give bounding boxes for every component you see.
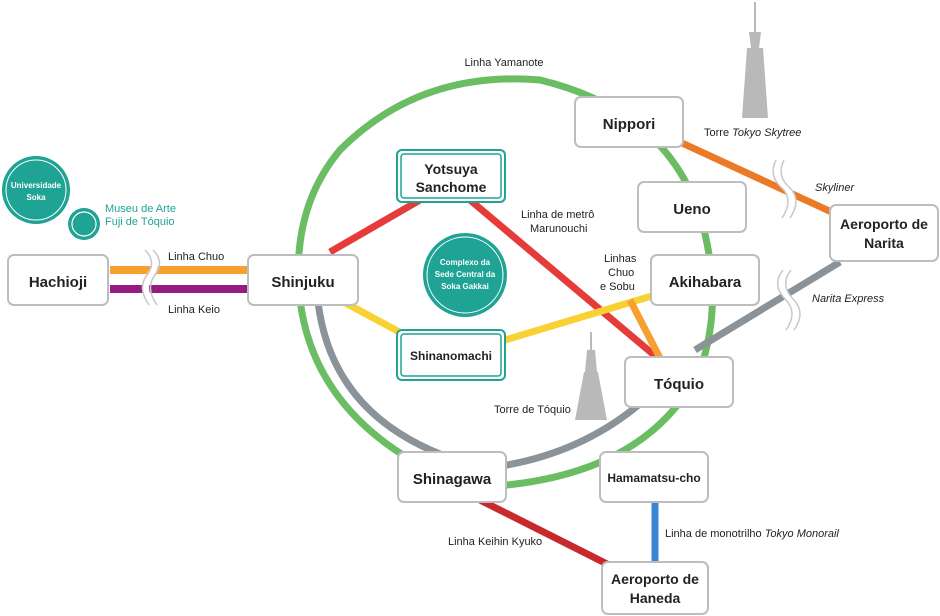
station-yotsuya-line2: Sanchome [416, 179, 487, 195]
station-haneda-line2: Haneda [630, 590, 681, 606]
label-chuo: Linha Chuo [168, 251, 224, 263]
soka-univ-line2: Soka [26, 193, 46, 202]
narita-express-line [693, 259, 842, 353]
skytree-icon [742, 2, 768, 118]
complex-line1: Complexo da [440, 258, 491, 267]
station-nippori[interactable]: Nippori [574, 96, 684, 148]
soka-gakkai-complex-landmark: Complexo da Sede Central da Soka Gakkai [423, 233, 507, 317]
skyliner-break-edge2 [780, 159, 797, 219]
soka-univ-line1: Universidade [11, 181, 62, 190]
label-tokyo-tower: Torre de Tóquio [494, 404, 571, 416]
marunouchi-line [328, 196, 663, 363]
museum-line1: Museu de Arte [105, 203, 176, 215]
nex-break [778, 267, 800, 333]
station-hachioji-label: Hachioji [29, 274, 87, 291]
keihin-line [478, 496, 617, 572]
station-ueno-label: Ueno [673, 201, 711, 218]
station-shinjuku[interactable]: Shinjuku [247, 254, 359, 306]
station-ueno[interactable]: Ueno [637, 181, 747, 233]
label-narita-express: Narita Express [812, 293, 885, 305]
station-shinjuku-label: Shinjuku [271, 274, 334, 291]
label-skytree-prefix: Torre [704, 127, 732, 139]
nex-break-edge [777, 269, 793, 331]
complex-line3: Soka Gakkai [441, 282, 489, 291]
station-narita-airport[interactable]: Aeroporto de Narita [829, 204, 939, 262]
station-akihabara-label: Akihabara [669, 274, 742, 291]
label-yamanote: Linha Yamanote [464, 57, 543, 69]
complex-line2: Sede Central da [435, 270, 496, 279]
label-keio: Linha Keio [168, 304, 220, 316]
label-chuo-sobu-line1: Linhas [604, 253, 637, 265]
station-nippori-label: Nippori [603, 116, 656, 133]
label-monorail-prefix: Linha de monotrilho [665, 528, 765, 540]
fuji-museum-landmark: Museu de Arte Fuji de Tóquio [68, 203, 176, 240]
chuo-orange-akiba-tokyo [626, 298, 666, 364]
skyliner-break-edge [772, 159, 789, 219]
soka-university-landmark: Universidade Soka [2, 156, 70, 224]
label-skytree-name: Tokyo Skytree [732, 127, 801, 139]
station-shinagawa[interactable]: Shinagawa [397, 451, 507, 503]
station-hamamatsucho[interactable]: Hamamatsu-cho [599, 451, 709, 503]
station-tokyo[interactable]: Tóquio [624, 356, 734, 408]
skyliner-line [680, 139, 840, 219]
station-narita-line1: Aeroporto de [840, 216, 928, 232]
station-tokyo-label: Tóquio [654, 376, 704, 393]
label-monorail: Linha de monotrilho Tokyo Monorail [665, 528, 839, 540]
label-marunouchi-line1: Linha de metrô [521, 209, 594, 221]
station-haneda-airport[interactable]: Aeroporto de Haneda [601, 561, 709, 615]
station-haneda-line1: Aeroporto de [611, 571, 699, 587]
label-skyliner: Skyliner [815, 182, 855, 194]
chuo-keio-break [142, 247, 158, 308]
label-marunouchi-line2: Marunouchi [530, 223, 587, 235]
station-narita-line2: Narita [864, 235, 904, 251]
station-shinagawa-label: Shinagawa [413, 471, 492, 488]
station-shinanomachi[interactable]: Shinanomachi [396, 329, 506, 381]
tokyo-tower-icon [575, 332, 607, 420]
station-yotsuya-line1: Yotsuya [424, 161, 478, 177]
station-hamamatsucho-label: Hamamatsu-cho [607, 471, 700, 485]
chuo-keio-break-edge [141, 249, 153, 306]
skyliner-break [773, 158, 796, 220]
station-akihabara[interactable]: Akihabara [650, 254, 760, 306]
label-skytree: Torre Tokyo Skytree [704, 127, 801, 139]
nex-break-edge2 [785, 269, 801, 331]
museum-line2: Fuji de Tóquio [105, 216, 175, 228]
station-yotsuya-sanchome[interactable]: Yotsuya Sanchome [396, 149, 506, 203]
station-shinanomachi-label: Shinanomachi [410, 349, 492, 363]
chuo-keio-break-edge2 [149, 249, 161, 306]
label-monorail-name: Tokyo Monorail [765, 528, 840, 540]
label-chuo-sobu-line3: e Sobu [600, 281, 635, 293]
station-hachioji[interactable]: Hachioji [7, 254, 109, 306]
label-keihin: Linha Keihin Kyuko [448, 536, 542, 548]
label-chuo-sobu-line2: Chuo [608, 267, 634, 279]
